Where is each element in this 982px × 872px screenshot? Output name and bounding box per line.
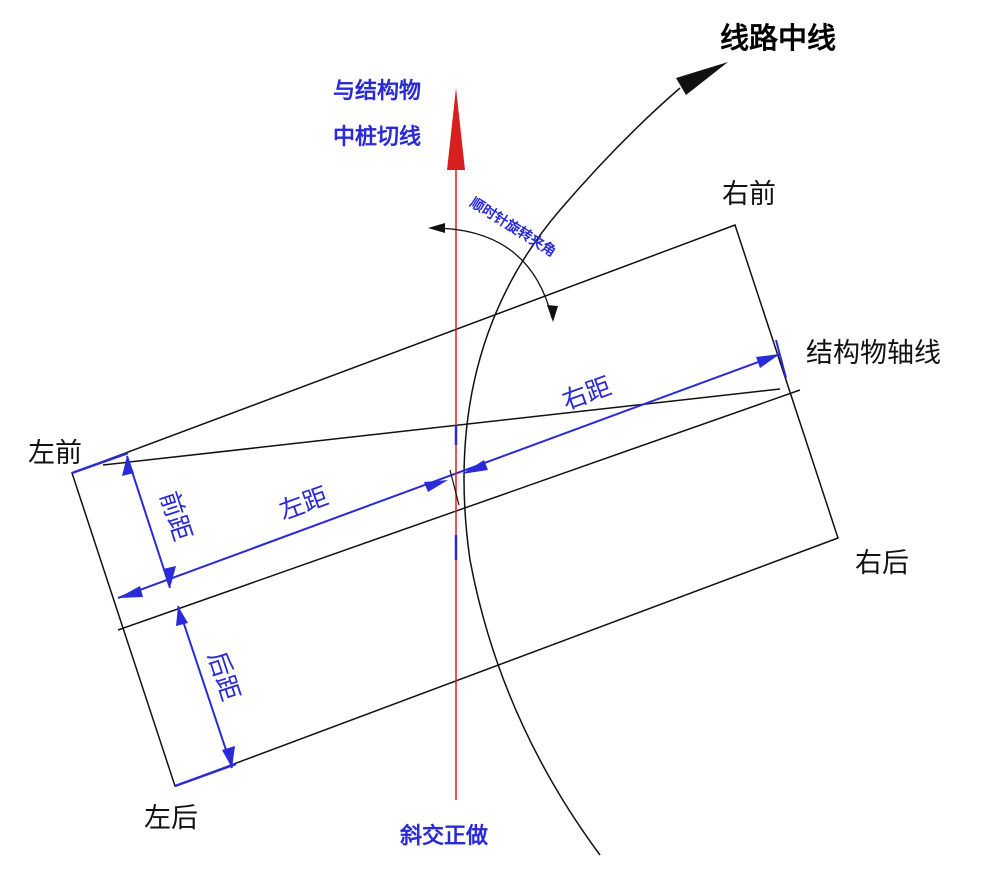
- tangent-label-line-1: 与结构物: [333, 78, 421, 104]
- inner-line-upper: [102, 388, 781, 466]
- route-centerline-curve: [463, 87, 681, 856]
- left-end-arrow: [118, 586, 143, 598]
- center-short-line: [449, 469, 460, 506]
- right-rear-label: 右后: [855, 548, 909, 579]
- rotation-angle-arc: [431, 227, 553, 319]
- left-distance-label: 左距: [275, 481, 332, 525]
- inner-line-lower: [117, 389, 801, 631]
- rear-distance-dimension: [177, 605, 233, 769]
- inner-line-mid: [118, 388, 790, 600]
- structure-axis-line: [117, 353, 781, 599]
- rotation-arc-arrow-start: [428, 223, 445, 233]
- left-front-edge-tick: [71, 451, 129, 475]
- front-distance-dimension: [126, 455, 171, 589]
- skew-orthogonal-label: 斜交正做: [399, 823, 489, 849]
- route-centerline-label: 线路中线: [720, 21, 836, 55]
- left-rear-label: 左后: [144, 803, 198, 834]
- route-centerline-arrowhead: [676, 62, 728, 95]
- rear-distance-arrow-bottom: [222, 746, 235, 768]
- axis-end-tick: [775, 339, 787, 379]
- right-distance-arrow-end: [756, 354, 780, 368]
- structure-axis-label: 结构物轴线: [806, 338, 941, 369]
- front-distance-arrow-top: [122, 456, 134, 476]
- right-front-label: 右前: [722, 179, 776, 210]
- tangent-arrowhead: [447, 88, 465, 170]
- right-distance-arrow-center: [462, 460, 488, 474]
- front-distance-label: 前距: [154, 488, 197, 545]
- rear-distance-arrow-top: [176, 606, 188, 626]
- rotation-arc-arrow-end: [547, 305, 558, 322]
- left-front-label: 左前: [28, 438, 82, 469]
- left-distance-arrow: [424, 480, 448, 492]
- tangent-label-line-2: 中桩切线: [333, 124, 421, 150]
- structure-outline: [71, 224, 839, 787]
- front-distance-arrow-bottom: [163, 566, 176, 588]
- left-rear-edge-tick: [174, 762, 237, 788]
